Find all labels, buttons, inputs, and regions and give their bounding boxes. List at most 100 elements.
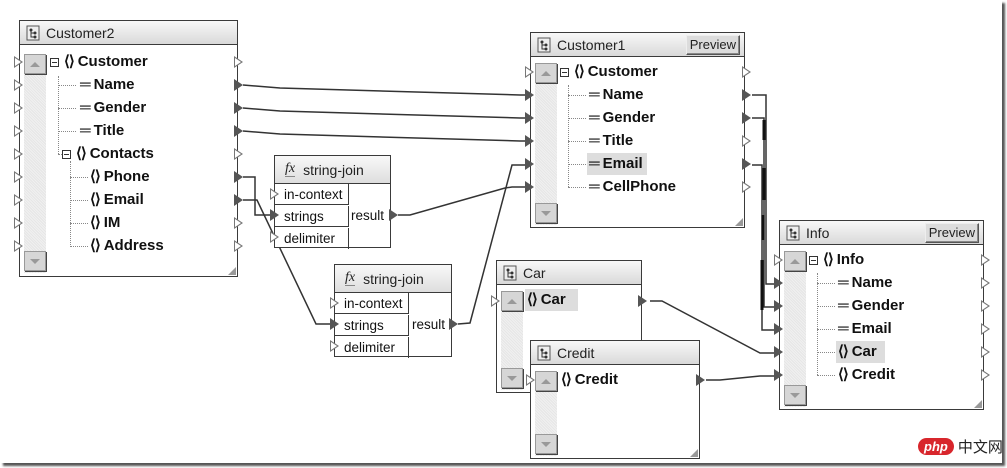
pin-in-context[interactable]: in-context — [275, 184, 349, 205]
scroll-down-button[interactable] — [535, 434, 557, 454]
scroll-up-button[interactable] — [535, 371, 557, 391]
input-port[interactable] — [14, 125, 23, 137]
resize-grip[interactable] — [974, 400, 982, 408]
tree-node-im[interactable]: ⟨⟩IM — [90, 212, 120, 234]
input-port-connected[interactable] — [774, 346, 783, 358]
tree-node-gender[interactable]: ═Gender — [589, 107, 655, 129]
component-header[interactable]: Customer1 Preview — [531, 33, 744, 57]
tree-node-car[interactable]: ⟨⟩Car — [525, 289, 578, 311]
tree-node-phone[interactable]: ⟨⟩Phone — [90, 166, 150, 188]
scroll-up-button[interactable] — [535, 63, 557, 83]
tree-node-name[interactable]: ═Name — [80, 74, 135, 96]
tree-node-email[interactable]: ═Email — [838, 318, 892, 340]
scroll-down-button[interactable] — [784, 385, 806, 405]
input-port[interactable] — [14, 240, 23, 252]
pin-result[interactable]: result — [350, 208, 384, 223]
pin-delimiter[interactable]: delimiter — [275, 228, 349, 249]
scrollbar[interactable] — [535, 371, 557, 456]
scroll-up-button[interactable] — [784, 251, 806, 271]
tree-node-email[interactable]: ═Email — [587, 153, 647, 175]
output-port[interactable] — [981, 346, 990, 358]
input-port[interactable] — [270, 188, 279, 200]
output-port[interactable] — [234, 240, 243, 252]
tree-node-title[interactable]: ═Title — [80, 120, 124, 142]
tree-node-customer[interactable]: ⟨⟩Customer — [560, 61, 658, 83]
output-port-connected[interactable] — [234, 125, 243, 137]
pin-result[interactable]: result — [411, 317, 445, 332]
output-port-connected[interactable] — [742, 158, 751, 170]
tree-node-address[interactable]: ⟨⟩Address — [90, 235, 164, 257]
output-port-connected[interactable] — [742, 112, 751, 124]
input-port-connected[interactable] — [774, 369, 783, 381]
input-port[interactable] — [14, 194, 23, 206]
scroll-up-button[interactable] — [24, 54, 46, 74]
input-port[interactable] — [270, 231, 279, 243]
collapse-icon[interactable] — [62, 149, 71, 159]
output-port-connected[interactable] — [234, 102, 243, 114]
output-port[interactable] — [981, 323, 990, 335]
input-port-connected[interactable] — [774, 300, 783, 312]
preview-button[interactable]: Preview — [685, 34, 740, 55]
input-port[interactable] — [526, 374, 535, 386]
input-port-connected[interactable] — [525, 135, 534, 147]
input-port-connected[interactable] — [774, 277, 783, 289]
input-port[interactable] — [14, 171, 23, 183]
component-header[interactable]: Customer2 — [20, 21, 237, 45]
tree-node-gender[interactable]: ═Gender — [80, 97, 146, 119]
scrollbar[interactable] — [24, 54, 46, 273]
output-port[interactable] — [742, 66, 751, 78]
component-customer1[interactable]: Customer1 Preview ⟨⟩Customer ═Name ═Gend… — [530, 32, 745, 228]
input-port-connected[interactable] — [525, 112, 534, 124]
component-customer2[interactable]: Customer2 ⟨⟩Customer ═Name ═Gender ═Titl… — [19, 20, 238, 277]
pin-delimiter[interactable]: delimiter — [335, 337, 409, 358]
output-port-connected[interactable] — [696, 374, 705, 386]
input-port[interactable] — [14, 217, 23, 229]
component-credit[interactable]: Credit ⟨⟩Credit — [530, 340, 700, 459]
input-port-connected[interactable] — [774, 323, 783, 335]
input-port-connected[interactable] — [525, 181, 534, 193]
component-header[interactable]: Info Preview — [780, 221, 983, 245]
scroll-down-button[interactable] — [501, 368, 523, 388]
scroll-down-button[interactable] — [24, 251, 46, 271]
component-header[interactable]: Car — [497, 261, 641, 285]
output-port[interactable] — [742, 135, 751, 147]
output-port-connected[interactable] — [234, 194, 243, 206]
input-port[interactable] — [491, 295, 500, 307]
pin-strings[interactable]: strings — [335, 315, 409, 336]
tree-node-info[interactable]: ⟨⟩Info — [809, 249, 864, 271]
resize-grip[interactable] — [690, 449, 698, 457]
tree-node-name[interactable]: ═Name — [589, 84, 644, 106]
output-port[interactable] — [981, 277, 990, 289]
input-port[interactable] — [330, 340, 339, 352]
input-port-connected[interactable] — [270, 209, 279, 221]
collapse-icon[interactable] — [809, 255, 818, 265]
output-port[interactable] — [981, 369, 990, 381]
component-info[interactable]: Info Preview ⟨⟩Info ═Name ═Gender ═Email… — [779, 220, 984, 410]
preview-button[interactable]: Preview — [924, 222, 979, 243]
tree-node-email[interactable]: ⟨⟩Email — [90, 189, 144, 211]
scrollbar[interactable] — [784, 251, 806, 407]
input-port-connected[interactable] — [330, 318, 339, 330]
input-port[interactable] — [525, 66, 534, 78]
input-port[interactable] — [14, 79, 23, 91]
output-port[interactable] — [234, 217, 243, 229]
scroll-up-button[interactable] — [501, 291, 523, 311]
output-port[interactable] — [981, 300, 990, 312]
output-port-connected[interactable] — [638, 295, 647, 307]
output-port-connected[interactable] — [742, 89, 751, 101]
tree-node-cellphone[interactable]: ═CellPhone — [589, 176, 676, 198]
component-header[interactable]: Credit — [531, 341, 699, 365]
input-port[interactable] — [774, 254, 783, 266]
output-port[interactable] — [234, 56, 243, 68]
tree-node-title[interactable]: ═Title — [589, 130, 633, 152]
output-port[interactable] — [742, 181, 751, 193]
output-port[interactable] — [234, 148, 243, 160]
output-port-connected[interactable] — [449, 318, 458, 330]
output-port-connected[interactable] — [234, 171, 243, 183]
tree-node-name[interactable]: ═Name — [838, 272, 893, 294]
scroll-down-button[interactable] — [535, 203, 557, 223]
tree-node-contacts[interactable]: ⟨⟩Contacts — [62, 143, 154, 165]
scrollbar[interactable] — [535, 63, 557, 225]
